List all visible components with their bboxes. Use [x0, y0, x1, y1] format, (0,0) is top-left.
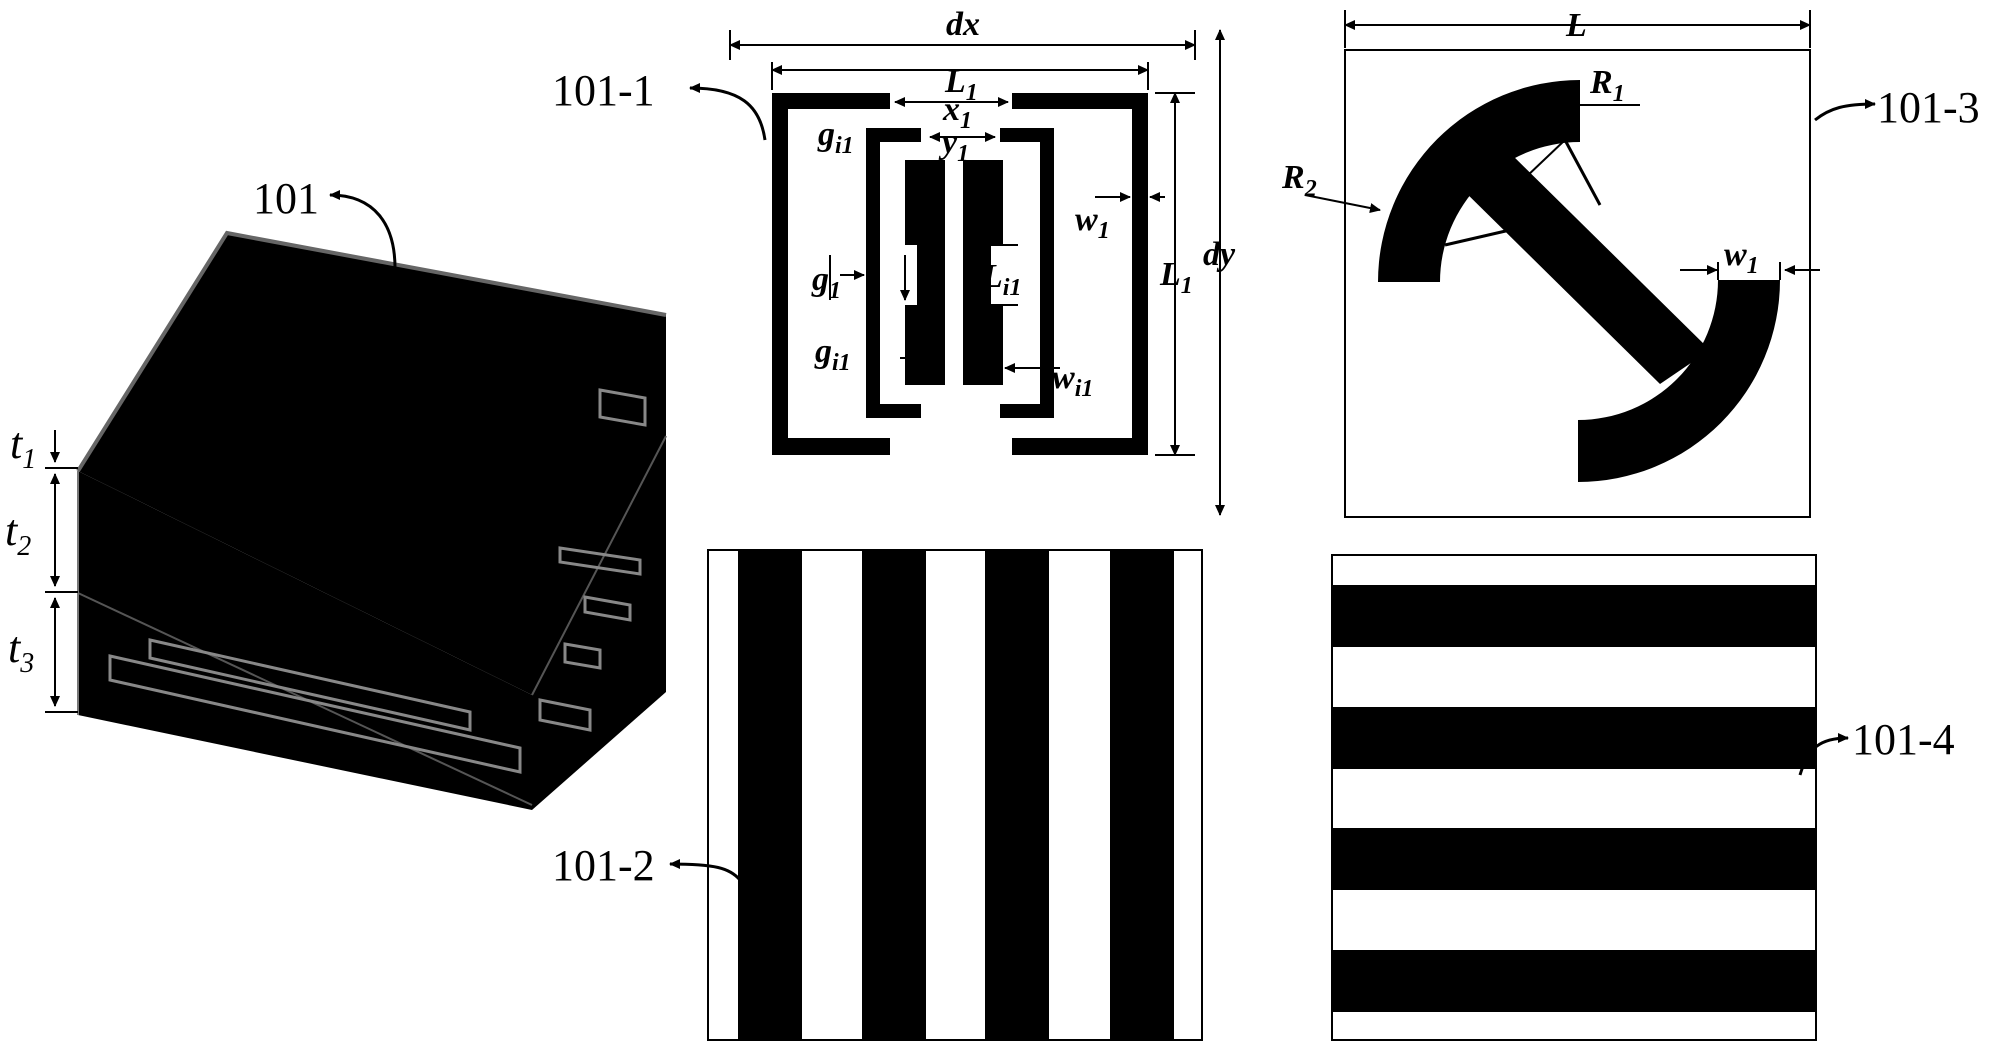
- label-101-4: 101-4: [1852, 715, 1955, 764]
- thickness-t3: t3: [8, 623, 34, 679]
- thickness-t2: t2: [5, 506, 31, 562]
- dim-g1: g1: [811, 261, 841, 304]
- label-101-2: 101-2: [552, 841, 655, 890]
- thickness-markers: [45, 430, 78, 712]
- label-101: 101: [253, 174, 319, 223]
- label-101-1: 101-1: [552, 66, 655, 115]
- dim-R2: R2: [1281, 159, 1317, 202]
- dim-w1: w1: [1075, 201, 1110, 244]
- dim-dx: dx: [946, 6, 980, 43]
- dim-Li1: Li1: [981, 258, 1021, 301]
- thickness-t1: t1: [10, 419, 36, 475]
- v-stripe: [738, 550, 802, 1040]
- v-stripe: [1110, 550, 1174, 1040]
- dim-gi1-low: gi1: [814, 333, 851, 376]
- dim-gi1-top: gi1: [817, 116, 854, 159]
- h-stripe: [1332, 585, 1816, 647]
- dim-L: L: [1565, 7, 1587, 44]
- layered-structure: 101 t1 t2 t3: [5, 174, 666, 810]
- label-101-3-arrow: [1815, 104, 1875, 120]
- label-101-1-arrow: [690, 88, 765, 140]
- dim-L1-side: L1: [1159, 256, 1193, 299]
- inner-split-ring: [866, 128, 1054, 418]
- dim-wi1: wi1: [1052, 359, 1093, 402]
- v-stripe: [862, 550, 926, 1040]
- panel-101-4: 101-4: [1332, 555, 1955, 1040]
- h-stripe: [1332, 828, 1816, 890]
- h-stripe: [1332, 950, 1816, 1012]
- label-101-3: 101-3: [1877, 83, 1980, 132]
- panel-101-3: L R1 R2 w1 101-3: [1281, 7, 1980, 517]
- dim-dy: dy: [1203, 236, 1236, 273]
- h-stripe: [1332, 707, 1816, 769]
- v-stripe: [985, 550, 1049, 1040]
